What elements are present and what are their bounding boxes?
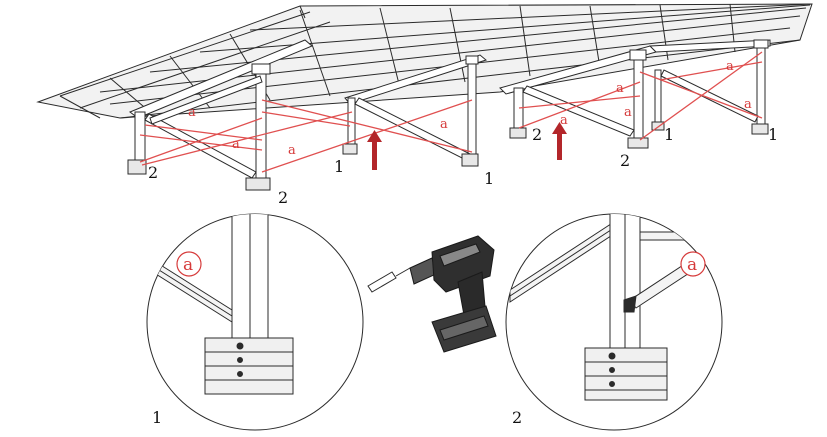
frame-label: 1 bbox=[484, 169, 494, 188]
brace-label: a bbox=[624, 105, 632, 120]
solar-panel-array bbox=[36, 3, 813, 119]
arrow-up-icon bbox=[552, 122, 567, 160]
frame-label: 2 bbox=[148, 163, 158, 182]
brace-label: a bbox=[560, 113, 568, 128]
right-ground-frame bbox=[509, 39, 769, 149]
brace-label: a bbox=[183, 255, 193, 275]
frame-label: 1 bbox=[334, 157, 344, 176]
drill-icon bbox=[409, 235, 497, 353]
brace-label: a bbox=[188, 105, 196, 120]
brace-label: a bbox=[744, 97, 752, 112]
frame-label: 2 bbox=[620, 151, 630, 170]
drill-bit-icon bbox=[367, 267, 411, 293]
frame-position-labels: 2 2 1 1 2 2 1 1 bbox=[148, 125, 778, 207]
brace-label: a bbox=[288, 143, 296, 158]
brace-label: a bbox=[232, 137, 240, 152]
callout-label-2: 2 bbox=[512, 408, 522, 427]
brace-label: a bbox=[616, 81, 624, 96]
frame-label: 1 bbox=[768, 125, 778, 144]
frame-label: 2 bbox=[278, 188, 288, 207]
callout-label-1: 1 bbox=[152, 408, 162, 427]
brace-label: a bbox=[687, 255, 697, 275]
arrow-up-icon bbox=[367, 130, 382, 170]
brace-labels: a a a a a a a a a bbox=[188, 59, 752, 158]
detail-circle-1: a bbox=[146, 213, 364, 431]
cross-braces bbox=[139, 51, 763, 173]
brace-label: a bbox=[440, 117, 448, 132]
brace-label: a bbox=[726, 59, 734, 74]
frame-label: 1 bbox=[664, 125, 674, 144]
frame-label: 2 bbox=[532, 125, 542, 144]
detail-circle-2: a bbox=[505, 213, 723, 431]
